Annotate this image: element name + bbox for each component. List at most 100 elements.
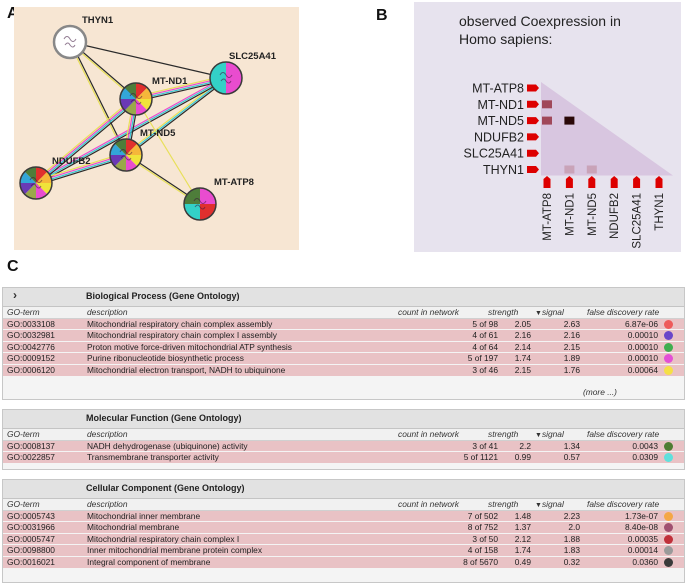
col-arrow-icon[interactable] xyxy=(543,176,551,188)
col-fdr[interactable]: false discovery rate xyxy=(587,429,660,439)
col-strength[interactable]: strength xyxy=(488,307,519,317)
chevron-right-icon[interactable]: › xyxy=(13,288,17,302)
fdr-cell: 8.40e-08 xyxy=(624,522,658,533)
strength-cell: 0.49 xyxy=(514,556,531,567)
col-count[interactable]: count in network xyxy=(398,499,459,509)
col-strength[interactable]: strength xyxy=(488,429,519,439)
network-edge xyxy=(35,97,136,183)
col-arrow-icon[interactable] xyxy=(565,176,573,188)
go-term-cell: GO:0031966 xyxy=(7,522,55,533)
network-node-thyn1[interactable]: THYN1 xyxy=(52,15,114,60)
col-description[interactable]: description xyxy=(87,307,128,317)
row-label: NDUFB2 xyxy=(474,130,524,144)
col-signal[interactable]: ▼signal xyxy=(535,307,564,320)
col-arrow-icon[interactable] xyxy=(588,176,596,188)
coexpression-cell[interactable] xyxy=(586,165,597,174)
col-go-term[interactable]: GO-term xyxy=(7,307,40,317)
bp-title: Biological Process (Gene Ontology) xyxy=(86,291,240,301)
sort-down-icon: ▼ xyxy=(535,432,542,439)
col-fdr[interactable]: false discovery rate xyxy=(587,499,660,509)
network-node-mt-nd1[interactable]: MT-ND1 xyxy=(119,76,188,116)
cc-header[interactable]: Cellular Component (Gene Ontology) xyxy=(3,480,684,499)
col-label: NDUFB2 xyxy=(609,193,621,239)
col-count[interactable]: count in network xyxy=(398,429,459,439)
col-fdr[interactable]: false discovery rate xyxy=(587,307,660,317)
col-strength[interactable]: strength xyxy=(488,499,519,509)
coexpression-cell[interactable] xyxy=(564,116,575,125)
col-signal[interactable]: ▼signal xyxy=(535,499,564,512)
col-go-term[interactable]: GO-term xyxy=(7,499,40,509)
go-term-cell: GO:0098800 xyxy=(7,545,55,556)
coexpression-cell[interactable] xyxy=(542,116,552,125)
description-cell: Purine ribonucleotide biosynthetic proce… xyxy=(87,353,244,364)
color-dot-icon[interactable] xyxy=(664,331,673,341)
row-arrow-icon[interactable] xyxy=(527,84,539,92)
cc-title: Cellular Component (Gene Ontology) xyxy=(86,483,245,493)
color-dot-icon[interactable] xyxy=(664,453,673,463)
row-arrow-icon[interactable] xyxy=(527,149,539,157)
description-cell: Mitochondrial respiratory chain complex … xyxy=(87,330,277,341)
network-node-label: MT-ATP8 xyxy=(214,177,254,188)
color-dot-icon[interactable] xyxy=(664,534,673,544)
col-description[interactable]: description xyxy=(87,499,128,509)
signal-cell: 2.15 xyxy=(563,341,580,352)
network-node-mt-nd5[interactable]: MT-ND5 xyxy=(109,128,176,172)
color-dot-icon[interactable] xyxy=(664,511,673,521)
col-description[interactable]: description xyxy=(87,429,128,439)
row-arrow-icon[interactable] xyxy=(527,100,539,108)
col-count[interactable]: count in network xyxy=(398,307,459,317)
row-label: MT-ND5 xyxy=(477,114,524,128)
mf-header[interactable]: Molecular Function (Gene Ontology) xyxy=(3,410,684,429)
coexpression-cell[interactable] xyxy=(564,165,575,174)
fdr-cell: 0.0360 xyxy=(632,556,658,567)
row-arrow-icon[interactable] xyxy=(527,117,539,125)
count-cell: 5 of 197 xyxy=(467,353,498,364)
sort-down-icon: ▼ xyxy=(535,502,542,509)
signal-cell: 1.76 xyxy=(563,364,580,375)
col-go-term[interactable]: GO-term xyxy=(7,429,40,439)
color-dot-icon[interactable] xyxy=(664,365,673,375)
network-node-mt-atp8[interactable]: MT-ATP8 xyxy=(183,177,254,221)
row-arrow-icon[interactable] xyxy=(527,133,539,141)
color-dot-icon[interactable] xyxy=(664,342,673,352)
network-node-slc25a41[interactable]: SLC25A41 xyxy=(209,51,277,95)
color-dot-icon[interactable] xyxy=(664,319,673,329)
col-arrow-icon[interactable] xyxy=(655,176,663,188)
more-link[interactable]: (more ...) xyxy=(583,387,617,397)
color-dot-icon[interactable] xyxy=(664,523,673,533)
row-label: MT-ATP8 xyxy=(472,82,524,96)
color-dot-icon[interactable] xyxy=(664,354,673,364)
col-arrow-icon[interactable] xyxy=(610,176,618,188)
color-dot-icon[interactable] xyxy=(664,546,673,556)
col-arrow-icon[interactable] xyxy=(633,176,641,188)
go-term-cell: GO:0016021 xyxy=(7,556,55,567)
row-arrow-icon[interactable] xyxy=(527,166,539,173)
strength-cell: 2.2 xyxy=(519,440,531,451)
color-dot-icon[interactable] xyxy=(664,557,673,567)
strength-cell: 2.16 xyxy=(514,330,531,341)
network-node-ndufb2[interactable]: NDUFB2 xyxy=(19,156,91,200)
coexpression-cell[interactable] xyxy=(542,100,552,109)
color-dot-icon[interactable] xyxy=(664,441,673,451)
strength-cell: 1.74 xyxy=(514,545,531,556)
bp-header[interactable]: › Biological Process (Gene Ontology) xyxy=(3,288,684,307)
network-node-label: SLC25A41 xyxy=(229,51,277,62)
count-cell: 4 of 158 xyxy=(467,545,498,556)
signal-cell: 0.57 xyxy=(563,452,580,463)
col-signal[interactable]: ▼signal xyxy=(535,429,564,442)
go-term-cell: GO:0033108 xyxy=(7,318,55,329)
signal-cell: 2.0 xyxy=(568,522,580,533)
